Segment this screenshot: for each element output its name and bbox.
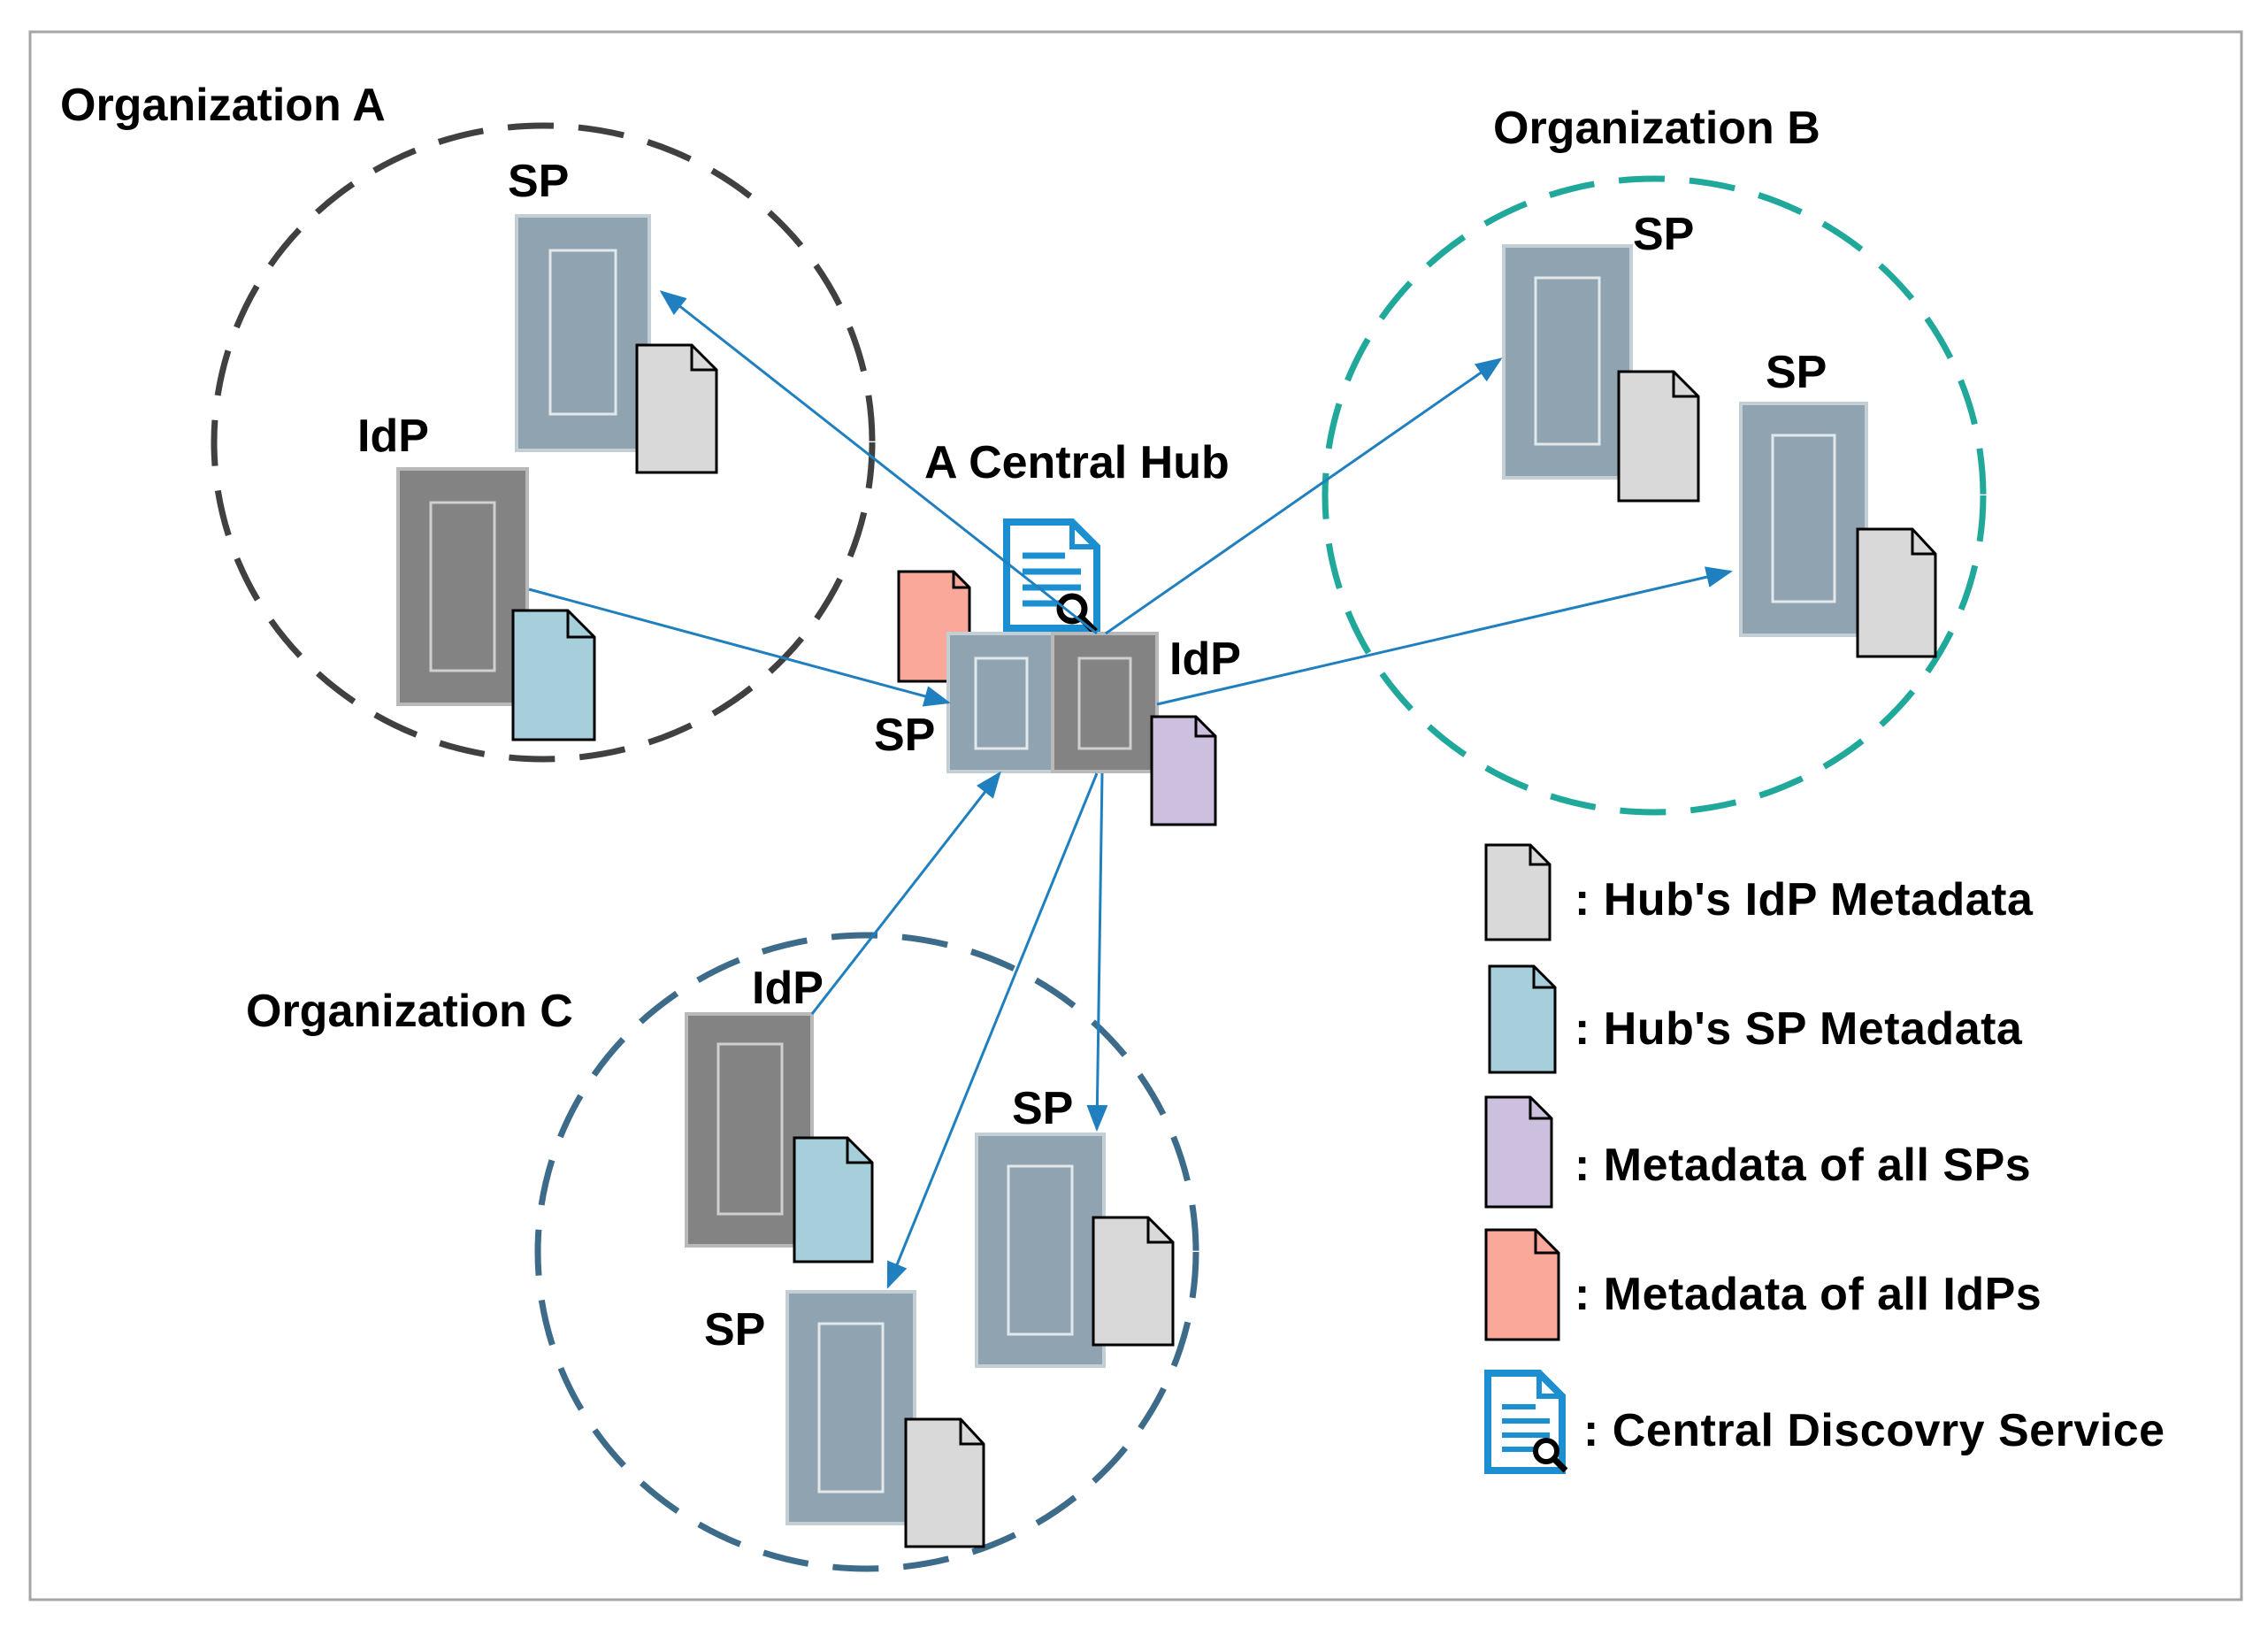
- org-a-sp-metadata-document-icon: [635, 343, 718, 474]
- org-a-sp-server: [515, 214, 651, 452]
- legend-item-metadata-all-sps: : Metadata of all SPs: [1484, 1095, 2031, 1209]
- legend-item-metadata-all-idps: : Metadata of all IdPs: [1484, 1228, 2042, 1341]
- org-b-sp1-server: [1502, 244, 1633, 480]
- legend-text-metadata-all-sps: : Metadata of all SPs: [1575, 1140, 2031, 1191]
- org-c-idp-server: [685, 1012, 814, 1248]
- legend-discovery-service-icon: [1484, 1370, 1568, 1474]
- org-c-sp1-metadata-document-icon: [1092, 1216, 1175, 1347]
- central-hub-label: A Central Hub: [924, 437, 1230, 488]
- org-c-sp2-metadata-document-icon: [904, 1417, 985, 1548]
- legend: : Hub's IdP Metadata : Hub's SP Metadata…: [1484, 843, 2165, 1474]
- org-c-sp1-label: SP: [1012, 1083, 1073, 1134]
- arrow-hub-to-org-c-sp2: [886, 772, 1099, 1289]
- org-c-sp1-server: [975, 1133, 1106, 1368]
- legend-text-metadata-all-idps: : Metadata of all IdPs: [1575, 1269, 2042, 1320]
- hub-idp-server: [1051, 632, 1159, 773]
- central-discovery-service-icon: [1003, 518, 1100, 634]
- arrow-hub-to-org-b-sp2: [1156, 566, 1733, 706]
- legend-purple-document-icon: [1484, 1095, 1553, 1209]
- legend-text-hub-sp-metadata: : Hub's SP Metadata: [1575, 1003, 2023, 1055]
- legend-blue-document-icon: [1488, 964, 1557, 1074]
- diagram-frame: [28, 30, 2243, 1601]
- org-c-sp2-server: [785, 1290, 916, 1525]
- org-a-sp-label: SP: [508, 156, 569, 207]
- hub-sp-server: [946, 632, 1056, 773]
- legend-item-hub-sp-metadata: : Hub's SP Metadata: [1488, 964, 2023, 1074]
- org-c-idp-label: IdP: [752, 963, 824, 1014]
- hub-sps-metadata-document-icon: [1150, 715, 1217, 826]
- organization-b-boundary: [1322, 175, 1987, 816]
- organization-a-label: Organization A: [60, 80, 386, 131]
- arrow-org-a-idp-to-hub-sp: [528, 587, 951, 707]
- org-b-sp2-server: [1739, 402, 1868, 637]
- org-b-sp1-metadata-document-icon: [1617, 370, 1700, 503]
- organization-c-boundary: [534, 932, 1199, 1572]
- legend-text-central-discovery-service: : Central Discovry Service: [1583, 1405, 2165, 1456]
- org-a-idp-label: IdP: [357, 411, 429, 462]
- org-c-sp2-label: SP: [704, 1304, 765, 1355]
- organization-c-label: Organization C: [246, 986, 573, 1037]
- arrow-hub-to-org-c-sp1: [1086, 772, 1108, 1132]
- connection-arrows: [528, 290, 1733, 1289]
- legend-item-central-discovery-service: : Central Discovry Service: [1484, 1370, 2165, 1474]
- legend-text-hub-idp-metadata: : Hub's IdP Metadata: [1575, 874, 2034, 925]
- org-a-idp-metadata-document-icon: [511, 609, 596, 741]
- arrow-org-c-idp-to-hub-sp: [810, 771, 1001, 1015]
- org-b-sp1-label: SP: [1633, 209, 1694, 260]
- legend-gray-document-icon: [1484, 843, 1552, 941]
- arrow-hub-to-org-b-sp1: [1105, 357, 1503, 635]
- arrow-hub-to-org-a-sp: [659, 290, 1098, 635]
- org-b-sp2-metadata-document-icon: [1856, 527, 1937, 658]
- hub-idp-label: IdP: [1169, 634, 1241, 685]
- legend-salmon-document-icon: [1484, 1228, 1560, 1341]
- organization-b-label: Organization B: [1493, 103, 1820, 154]
- org-b-sp2-label: SP: [1766, 347, 1827, 398]
- organization-a-boundary: [211, 122, 876, 763]
- org-c-idp-metadata-document-icon: [793, 1136, 874, 1263]
- hub-sp-label: SP: [874, 710, 935, 761]
- legend-item-hub-idp-metadata: : Hub's IdP Metadata: [1484, 843, 2034, 941]
- org-a-idp-server: [396, 467, 529, 706]
